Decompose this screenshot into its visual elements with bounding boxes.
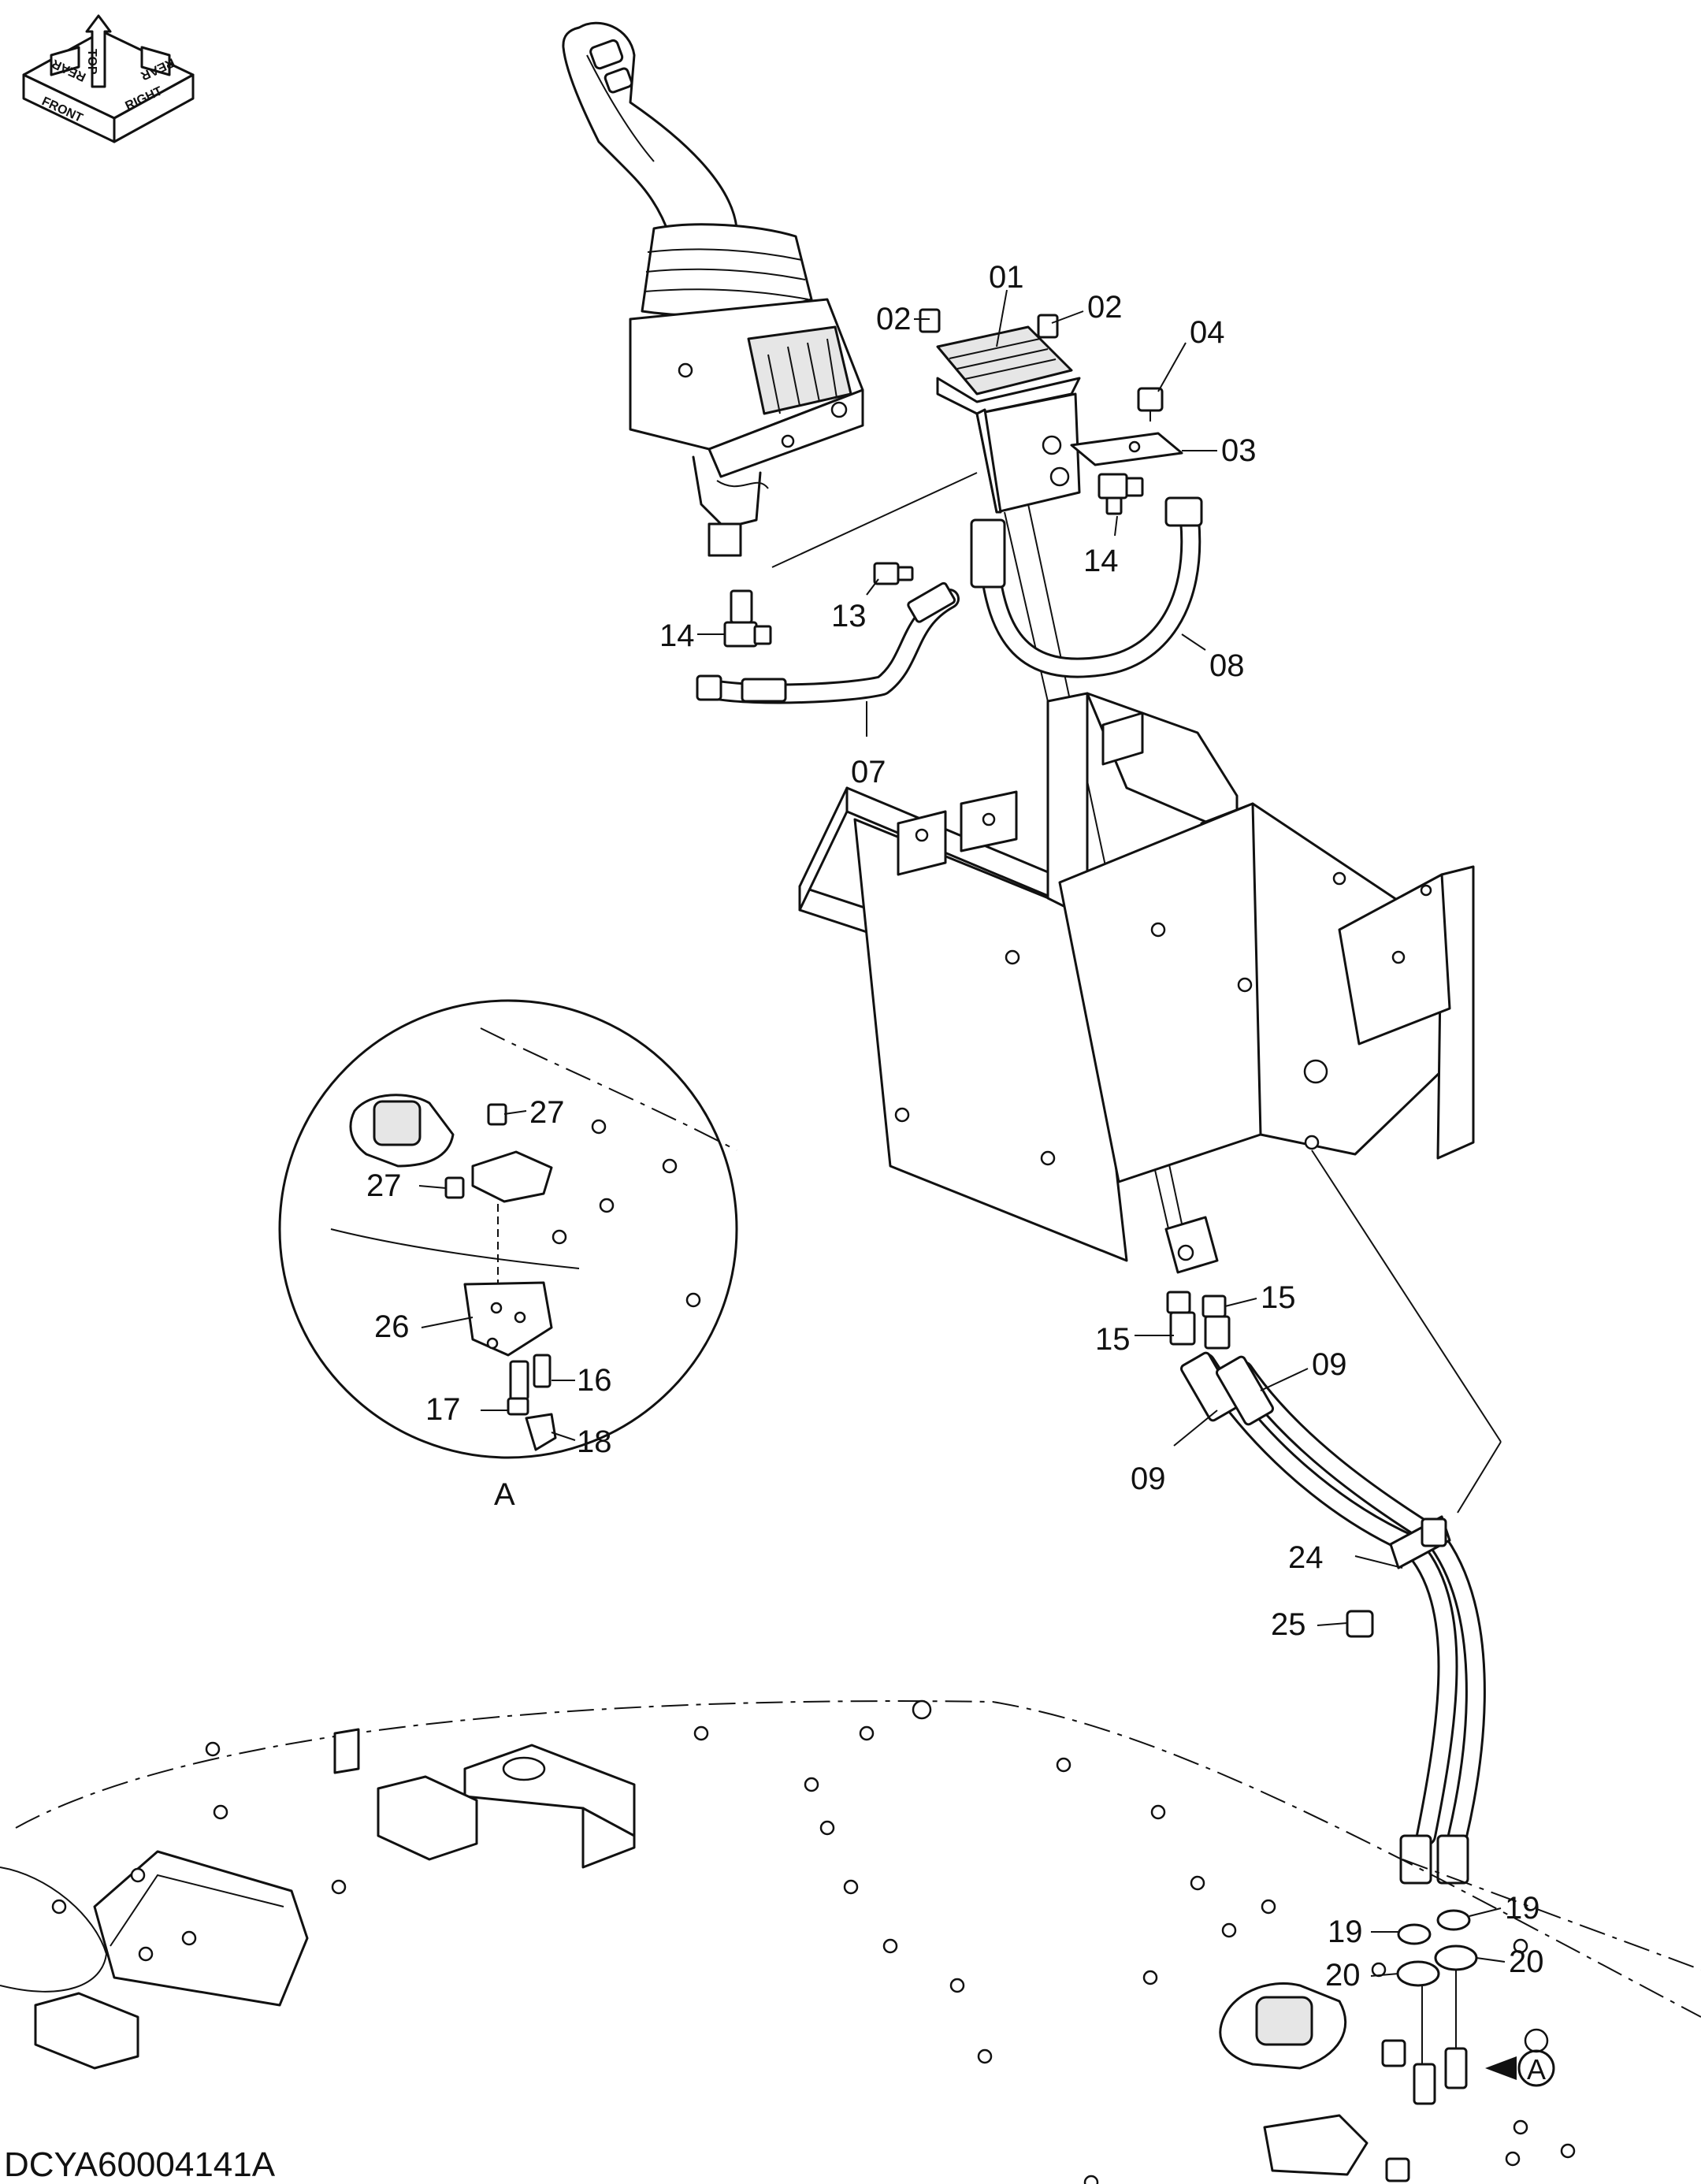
part-label-20: 20 xyxy=(1325,1958,1361,1993)
detail-view-label: A xyxy=(494,1477,515,1512)
ghost-line xyxy=(771,472,978,568)
part-label-24: 24 xyxy=(1288,1540,1324,1575)
part-label-02: 02 xyxy=(876,302,912,336)
part-label-09: 09 xyxy=(1312,1347,1347,1382)
part-label-17: 17 xyxy=(425,1392,461,1427)
hose-09-pair xyxy=(1180,1351,1486,1885)
fitting-14-right xyxy=(1097,473,1144,515)
hose-08 xyxy=(970,496,1203,678)
part-label-14: 14 xyxy=(659,618,695,653)
bolt-25 xyxy=(1346,1610,1374,1638)
part-label-13: 13 xyxy=(831,599,867,633)
detail-callout-label: A xyxy=(1527,2053,1546,2086)
detail-view-a: A xyxy=(278,999,738,1512)
part-label-15: 15 xyxy=(1261,1280,1296,1315)
part-label-26: 26 xyxy=(374,1309,410,1344)
fitting-15-right xyxy=(1201,1294,1231,1350)
part-label-02: 02 xyxy=(1087,290,1123,325)
part-label-27: 27 xyxy=(529,1095,565,1130)
pedal-valve-assembly xyxy=(919,308,1183,514)
part-label-25: 25 xyxy=(1271,1607,1306,1642)
part-label-15: 15 xyxy=(1095,1322,1131,1357)
part-label-16: 16 xyxy=(577,1363,612,1398)
part-label-08: 08 xyxy=(1209,648,1245,683)
part-label-20: 20 xyxy=(1509,1944,1544,1979)
part-label-09: 09 xyxy=(1131,1462,1166,1496)
leader-lines xyxy=(418,289,1506,1977)
part-label-03: 03 xyxy=(1221,433,1257,468)
fitting-14-left xyxy=(723,589,772,648)
detail-callout-a: A xyxy=(1485,2049,1555,2087)
floor-plate xyxy=(0,1699,1701,2184)
part-label-01: 01 xyxy=(989,260,1024,295)
part-label-04: 04 xyxy=(1190,315,1225,350)
part-label-19: 19 xyxy=(1328,1915,1363,1949)
ghost-line xyxy=(1311,1150,1502,1443)
part-label-27: 27 xyxy=(366,1168,402,1203)
top-label: TOP xyxy=(85,49,98,75)
fitting-13 xyxy=(873,562,914,585)
console-frame xyxy=(798,692,1475,1274)
part-label-18: 18 xyxy=(577,1424,612,1459)
orientation-cube-icon: FRONT RIGHT TOP REAR REAR xyxy=(22,14,195,143)
ghost-line xyxy=(1457,1441,1502,1514)
hose-07 xyxy=(696,581,960,704)
part-labels: 01 02 02 03 04 07 08 09 09 13 14 14 15 1… xyxy=(366,260,1544,1993)
drawing-code: DCYA60004141A xyxy=(4,2145,276,2184)
fitting-15-left xyxy=(1166,1291,1196,1346)
part-label-19: 19 xyxy=(1505,1891,1540,1926)
part-label-14: 14 xyxy=(1083,544,1119,578)
part-label-07: 07 xyxy=(851,755,886,789)
joystick-assembly xyxy=(562,21,864,557)
clamp-24 xyxy=(1389,1515,1451,1569)
